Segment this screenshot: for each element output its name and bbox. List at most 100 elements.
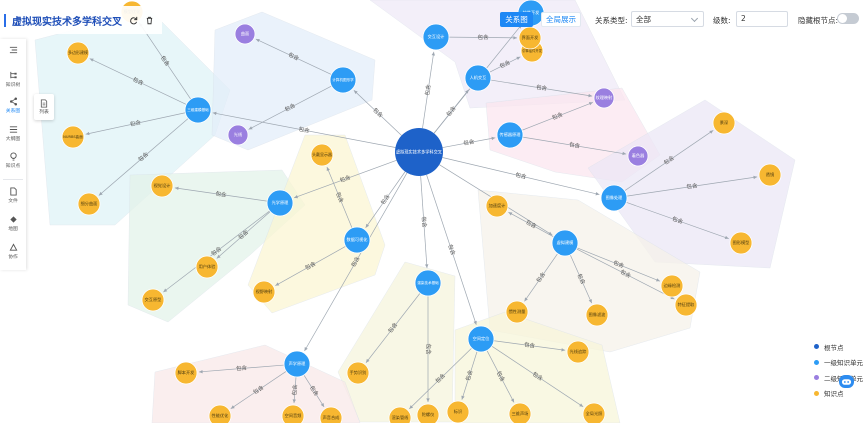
graph-edge[interactable]	[353, 90, 402, 136]
graph-edge[interactable]	[490, 79, 593, 97]
legend-item[interactable]: 一级知识单元	[813, 355, 866, 371]
graph-edge[interactable]	[248, 85, 332, 130]
level2-node[interactable]: 曲面	[234, 23, 256, 45]
node-circle[interactable]	[234, 23, 256, 45]
graph-edge[interactable]	[624, 130, 714, 191]
relation-type-select[interactable]: 全部	[631, 11, 704, 27]
node-circle[interactable]	[467, 325, 495, 353]
knowledge-point-node[interactable]: 性能优化	[208, 404, 232, 423]
graph-edge[interactable]	[524, 253, 558, 302]
node-circle[interactable]	[446, 400, 470, 423]
sidebar-collapse-button[interactable]	[0, 43, 26, 57]
graph-edge[interactable]	[255, 38, 332, 75]
knowledge-point-node[interactable]: 透镜	[758, 163, 782, 187]
graph-edge[interactable]	[576, 247, 661, 282]
relation-graph-button[interactable]: 关系图	[500, 12, 533, 27]
sidebar-item-map[interactable]: 地图	[0, 215, 26, 237]
level1-node[interactable]: 光学原理	[266, 189, 294, 217]
node-circle[interactable]	[712, 111, 736, 135]
level1-node[interactable]: 交互设计	[422, 23, 450, 51]
knowledge-point-node[interactable]: 视野映射	[252, 280, 276, 304]
node-circle[interactable]	[518, 26, 542, 50]
node-circle[interactable]	[508, 402, 532, 423]
node-circle[interactable]	[505, 300, 529, 324]
level2-node[interactable]: 光线	[227, 124, 249, 146]
node-circle[interactable]	[674, 293, 698, 317]
knowledge-point-node[interactable]: 界面开发	[518, 26, 542, 50]
graph-edge[interactable]	[138, 22, 192, 100]
graph-edge[interactable]	[326, 166, 353, 229]
graph-edge[interactable]	[98, 118, 189, 196]
node-circle[interactable]	[184, 96, 212, 124]
node-circle[interactable]	[566, 340, 590, 364]
list-flyout-button[interactable]: 列表	[34, 94, 54, 120]
graph-edge[interactable]	[216, 211, 271, 259]
graph-edge[interactable]	[409, 347, 472, 410]
sidebar-item-tree[interactable]: 知识树	[0, 71, 26, 93]
graph-edge[interactable]	[448, 36, 518, 39]
node-circle[interactable]	[660, 274, 684, 298]
sidebar-item-graph[interactable]: 关系图	[0, 97, 26, 119]
graph-edge[interactable]	[420, 175, 428, 269]
delete-icon[interactable]	[144, 15, 154, 25]
graph-edge[interactable]	[493, 340, 566, 351]
level1-node[interactable]: 人机交互	[464, 64, 492, 92]
level1-node[interactable]: 渲染技术基础	[414, 269, 442, 297]
graph-edge[interactable]	[442, 137, 496, 148]
node-circle[interactable]	[485, 194, 509, 218]
knowledge-point-node[interactable]: 用户体验	[195, 255, 219, 279]
knowledge-point-node[interactable]: NURBS曲面	[61, 125, 85, 149]
knowledge-point-node[interactable]: 全局光照	[582, 402, 606, 423]
graph-edge[interactable]	[489, 56, 521, 73]
graph-edge[interactable]	[212, 112, 396, 148]
graph-edge[interactable]	[163, 210, 270, 293]
knowledge-point-node[interactable]: 细分曲面	[77, 192, 101, 216]
knowledge-point-node[interactable]: 景深	[712, 111, 736, 135]
graph-edge[interactable]	[486, 350, 515, 403]
node-circle[interactable]	[758, 163, 782, 187]
node-circle[interactable]	[208, 404, 232, 423]
node-circle[interactable]	[266, 189, 294, 217]
node-circle[interactable]	[329, 66, 357, 94]
node-circle[interactable]	[66, 41, 90, 65]
level-input[interactable]: 2	[736, 11, 788, 27]
knowledge-point-node[interactable]: 陀螺仪	[416, 403, 440, 423]
node-circle[interactable]	[414, 269, 442, 297]
knowledge-point-node[interactable]: 图形模型	[729, 231, 753, 255]
node-circle[interactable]	[551, 229, 579, 257]
level1-node[interactable]: 传感器原理	[496, 121, 524, 149]
graph-edge[interactable]	[461, 351, 478, 400]
knowledge-point-node[interactable]: 声音合成	[319, 406, 343, 423]
assistant-float-button[interactable]	[839, 375, 854, 388]
graph-edge[interactable]	[426, 174, 477, 325]
level1-node[interactable]: 三维建模基础	[184, 96, 212, 124]
graph-edge[interactable]	[198, 364, 285, 373]
node-circle[interactable]	[346, 361, 370, 385]
sidebar-item-collab[interactable]: 协作	[0, 243, 26, 265]
level1-node[interactable]: 虚拟建模	[551, 229, 579, 257]
graph-edge[interactable]	[576, 248, 675, 300]
node-circle[interactable]	[395, 128, 443, 176]
node-circle[interactable]	[141, 288, 165, 312]
level1-node[interactable]: 数据可视化	[343, 226, 371, 254]
sidebar-item-knowledge[interactable]: 知识点	[0, 152, 26, 174]
knowledge-point-node[interactable]: 光线追踪	[566, 340, 590, 364]
hide-root-toggle[interactable]	[837, 13, 859, 24]
node-circle[interactable]	[283, 350, 311, 378]
root-node[interactable]: 虚拟现实技术多学科交叉	[395, 128, 443, 176]
graph-edge[interactable]	[174, 187, 268, 202]
graph-edge[interactable]	[521, 102, 593, 131]
knowledge-point-node[interactable]: 标识	[446, 400, 470, 423]
knowledge-point-node[interactable]: 图像滤波	[585, 303, 609, 327]
node-circle[interactable]	[422, 23, 450, 51]
level1-node[interactable]: 图像处理	[600, 184, 628, 212]
node-circle[interactable]	[496, 121, 524, 149]
graph-edge[interactable]	[293, 376, 297, 404]
knowledge-point-node[interactable]: 边缘检测	[660, 274, 684, 298]
knowledge-point-node[interactable]: 加速度计	[485, 194, 509, 218]
node-circle[interactable]	[252, 280, 276, 304]
graph-edge[interactable]	[275, 246, 346, 286]
graph-edge[interactable]	[85, 112, 186, 135]
node-circle[interactable]	[319, 406, 343, 423]
knowledge-point-node[interactable]: 多边形建模	[66, 41, 90, 65]
